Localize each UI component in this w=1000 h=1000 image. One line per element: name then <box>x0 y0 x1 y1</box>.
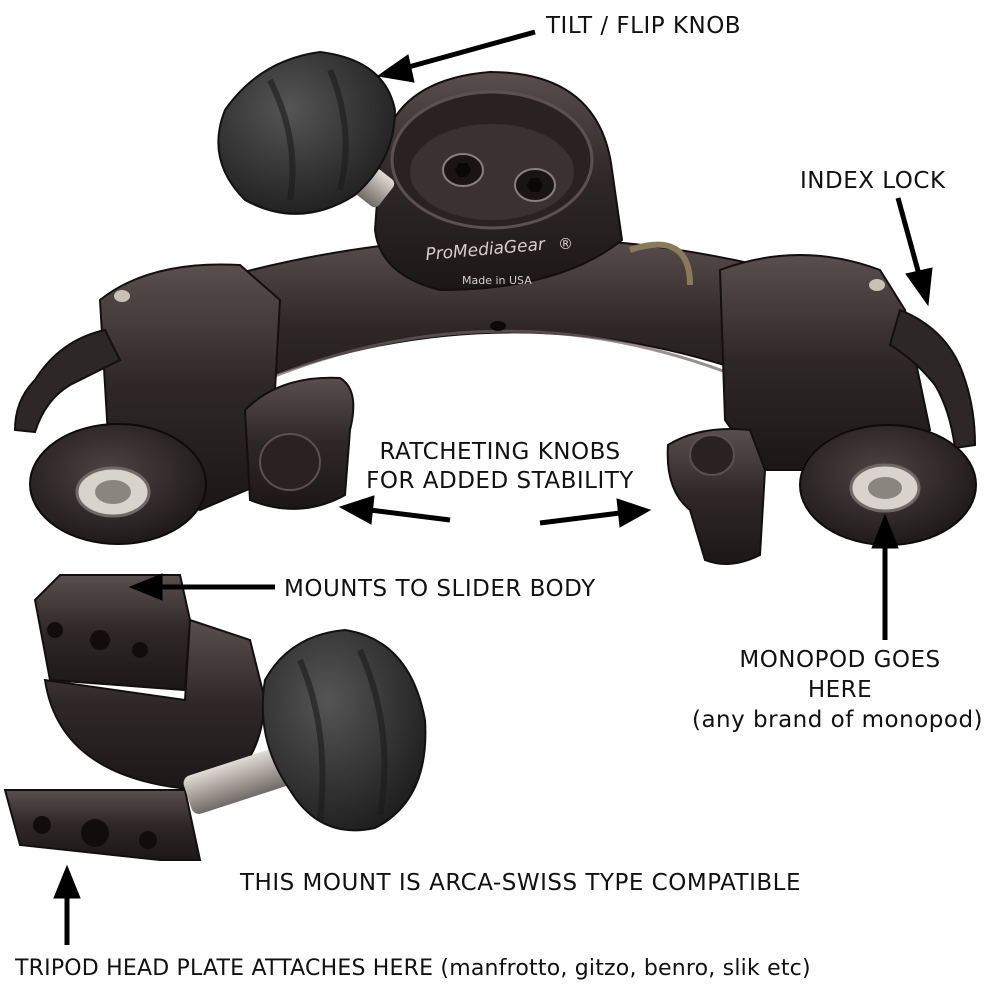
left-hinge-pin <box>114 290 130 302</box>
hex-socket-right-icon <box>527 178 543 192</box>
rail-hole <box>90 630 110 650</box>
arrow-index-lock-head <box>905 267 933 307</box>
rail-hole <box>132 642 148 658</box>
arrow-tripod-plate-head <box>53 864 81 899</box>
arrow-tilt-knob <box>404 29 536 71</box>
label-ratcheting-knobs-line1: RATCHETING KNOBS <box>379 439 621 465</box>
left-index-lever <box>13 328 122 434</box>
label-index-lock: INDEX LOCK <box>800 168 946 194</box>
arrow-ratchet-right <box>539 510 621 526</box>
plate-hole <box>81 819 109 847</box>
knob-grip-line <box>297 658 326 821</box>
registered-mark: ® <box>558 235 573 253</box>
knob-grip-line <box>327 68 349 191</box>
rail-hole <box>47 622 63 638</box>
arrow-monopod-head <box>871 513 899 549</box>
arrow-ratchet-right-head <box>616 498 652 528</box>
arrow-index-lock <box>895 197 923 279</box>
left-ratchet-cap <box>259 433 321 491</box>
arrow-slider-body-head <box>128 573 163 601</box>
plate-hole <box>33 816 51 834</box>
callout-arrows <box>53 29 933 945</box>
plate-hole <box>139 831 157 849</box>
right-hinge-pin <box>869 279 885 291</box>
center-cup-inner <box>410 124 574 220</box>
arm-edge <box>229 329 771 397</box>
knob-grip-line <box>267 78 296 201</box>
center-screw-hole <box>490 321 506 331</box>
label-tilt-flip-knob: TILT / FLIP KNOB <box>546 13 742 39</box>
tilt-flip-knob <box>217 50 397 215</box>
mount-clamp-knob <box>261 628 427 832</box>
label-mounts-to-slider-body: MOUNTS TO SLIDER BODY <box>284 576 596 602</box>
arrow-ratchet-left <box>369 507 451 523</box>
made-in-engraving: Made in USA <box>462 274 532 287</box>
right-ratchet-cap <box>689 434 735 476</box>
label-tripod-head-plate: TRIPOD HEAD PLATE ATTACHES HERE (manfrot… <box>15 956 811 981</box>
hex-socket-left-icon <box>455 163 471 177</box>
right-index-lever <box>888 308 977 450</box>
label-monopod-line1: MONOPOD GOES <box>739 647 941 673</box>
right-thread-hole <box>868 477 902 499</box>
label-arca-swiss: THIS MOUNT IS ARCA-SWISS TYPE COMPATIBLE <box>240 870 801 896</box>
bracket-assembly <box>13 50 977 565</box>
label-monopod-line3: (any brand of monopod) <box>691 707 984 733</box>
brass-rod <box>629 241 693 286</box>
arrow-ratchet-left-head <box>338 495 375 525</box>
mount-threaded-shaft <box>183 746 297 814</box>
label-ratcheting-knobs-line2: FOR ADDED STABILITY <box>366 468 634 494</box>
left-thread-hole <box>95 480 131 504</box>
label-monopod-line2: HERE <box>807 677 873 703</box>
slider-mount-assembly <box>3 574 427 861</box>
knob-grip-line <box>357 648 388 816</box>
arrow-tilt-knob-head <box>376 54 415 83</box>
